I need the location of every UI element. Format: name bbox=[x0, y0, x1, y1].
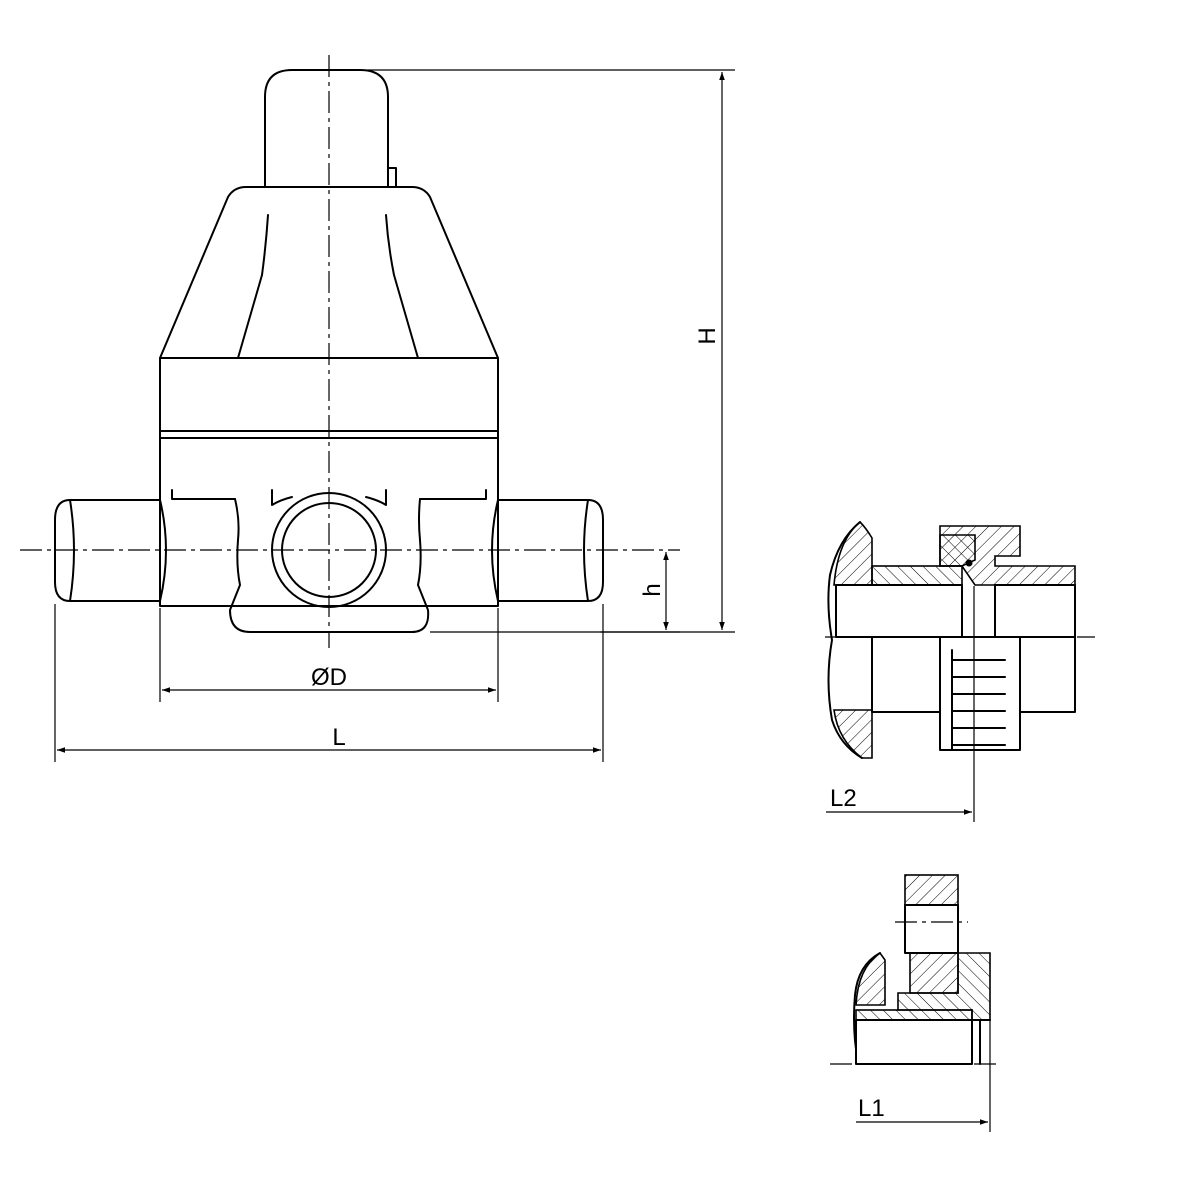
dim-h-label: h bbox=[639, 583, 666, 596]
dim-L-label: L bbox=[332, 724, 345, 751]
valve-bonnet bbox=[159, 186, 499, 359]
valve-front-view bbox=[20, 55, 680, 648]
valve-cap bbox=[264, 69, 389, 188]
body-inner-right bbox=[419, 489, 487, 500]
dim-L1-label: L1 bbox=[858, 1095, 885, 1122]
union-lower-tail bbox=[1019, 636, 1076, 713]
dim-H-label: H bbox=[694, 327, 721, 344]
outlet-boss bbox=[229, 498, 430, 633]
union-pipe-wall bbox=[871, 565, 963, 586]
outlet-pipe-chamfer bbox=[583, 499, 589, 602]
inlet-pipe-left bbox=[54, 499, 161, 602]
dimensions-front: H h ØD L bbox=[54, 69, 735, 762]
dim-L2-label: L2 bbox=[830, 785, 857, 812]
union-body-section bbox=[833, 520, 873, 586]
dim-D-label: ØD bbox=[311, 664, 347, 691]
outlet-boss-top-left bbox=[271, 489, 293, 506]
union-pipe-bore bbox=[835, 584, 963, 638]
spigot-pipe-wall bbox=[855, 1009, 973, 1021]
outlet-boss-top-right bbox=[365, 489, 387, 506]
outlet-pipe-right bbox=[497, 499, 604, 602]
spigot-body-section bbox=[855, 951, 886, 1006]
spigot-pipe-bore bbox=[855, 1019, 973, 1065]
body-inner-left bbox=[171, 489, 236, 500]
union-oring bbox=[965, 559, 973, 567]
cap-lock-tab bbox=[387, 167, 397, 188]
bonnet-rib-left bbox=[237, 214, 269, 359]
spigot-detail-view: L1 bbox=[830, 874, 1000, 1132]
spigot-flange-lower bbox=[909, 952, 959, 994]
spigot-flange-bore bbox=[904, 904, 959, 954]
union-break-line bbox=[827, 521, 863, 759]
union-body-section-lower bbox=[833, 709, 873, 759]
union-lower-body bbox=[871, 636, 941, 713]
union-tail-piece bbox=[994, 584, 1076, 638]
bonnet-rib-right bbox=[385, 214, 419, 359]
union-detail-view: L2 bbox=[825, 520, 1095, 822]
